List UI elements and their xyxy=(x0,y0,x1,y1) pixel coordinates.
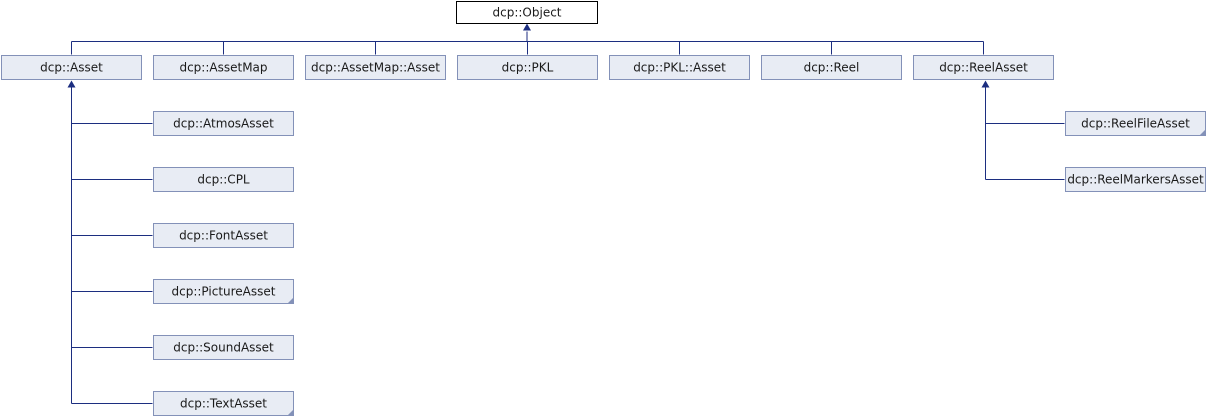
class-label: dcp::Reel xyxy=(804,61,860,75)
class-node-reel[interactable]: dcp::Reel xyxy=(761,55,902,80)
class-label: dcp::PKL::Asset xyxy=(633,61,726,75)
class-label: dcp::AssetMap::Asset xyxy=(311,61,440,75)
class-box xyxy=(305,55,446,80)
class-label: dcp::PKL xyxy=(502,61,554,75)
edges xyxy=(67,23,1065,404)
class-box xyxy=(153,335,294,360)
class-node-reel-file-asset[interactable]: dcp::ReelFileAsset xyxy=(1065,111,1206,136)
inheritance-arrow-icon xyxy=(523,23,531,31)
class-label: dcp::Asset xyxy=(40,61,103,75)
class-label: dcp::FontAsset xyxy=(179,229,268,243)
class-box xyxy=(153,55,294,80)
class-node-reel-markers-asset[interactable]: dcp::ReelMarkersAsset xyxy=(1065,167,1206,192)
class-label: dcp::ReelAsset xyxy=(939,61,1028,75)
class-node-asset-map[interactable]: dcp::AssetMap xyxy=(153,55,294,80)
inheritance-arrow-icon xyxy=(67,80,76,88)
class-node-font-asset[interactable]: dcp::FontAsset xyxy=(153,223,294,248)
class-node-pkl[interactable]: dcp::PKL xyxy=(457,55,598,80)
collapsed-marker-icon xyxy=(287,409,294,416)
class-box xyxy=(913,55,1054,80)
class-box xyxy=(457,55,598,80)
class-label: dcp::SoundAsset xyxy=(173,341,274,355)
inheritance-arrow-icon xyxy=(981,80,990,88)
class-node-atmos-asset[interactable]: dcp::AtmosAsset xyxy=(153,111,294,136)
class-box xyxy=(153,223,294,248)
collapsed-marker-icon xyxy=(1199,129,1206,136)
class-label: dcp::Object xyxy=(493,6,562,20)
class-node-reel-asset[interactable]: dcp::ReelAsset xyxy=(913,55,1054,80)
class-node-asset-map-asset[interactable]: dcp::AssetMap::Asset xyxy=(305,55,446,80)
class-label: dcp::ReelMarkersAsset xyxy=(1067,173,1204,187)
class-node-cpl[interactable]: dcp::CPL xyxy=(153,167,294,192)
class-node-pkl-asset[interactable]: dcp::PKL::Asset xyxy=(609,55,750,80)
class-box xyxy=(761,55,902,80)
class-node-text-asset[interactable]: dcp::TextAsset xyxy=(153,391,294,416)
collapsed-marker-icon xyxy=(287,297,294,304)
class-box xyxy=(1065,167,1206,192)
class-label: dcp::CPL xyxy=(197,173,250,187)
class-label: dcp::AtmosAsset xyxy=(173,117,274,131)
class-label: dcp::AssetMap xyxy=(179,61,267,75)
class-node-asset[interactable]: dcp::Asset xyxy=(1,55,142,80)
class-label: dcp::PictureAsset xyxy=(172,285,276,299)
class-box xyxy=(1,55,142,80)
class-box xyxy=(153,391,294,416)
class-label: dcp::ReelFileAsset xyxy=(1081,117,1190,131)
class-node-object[interactable]: dcp::Object xyxy=(456,1,598,24)
class-box xyxy=(153,111,294,136)
class-node-picture-asset[interactable]: dcp::PictureAsset xyxy=(153,279,294,304)
class-node-sound-asset[interactable]: dcp::SoundAsset xyxy=(153,335,294,360)
class-box xyxy=(153,279,294,304)
class-label: dcp::TextAsset xyxy=(180,397,267,411)
class-box xyxy=(153,167,294,192)
class-box xyxy=(609,55,750,80)
class-box xyxy=(456,1,598,24)
